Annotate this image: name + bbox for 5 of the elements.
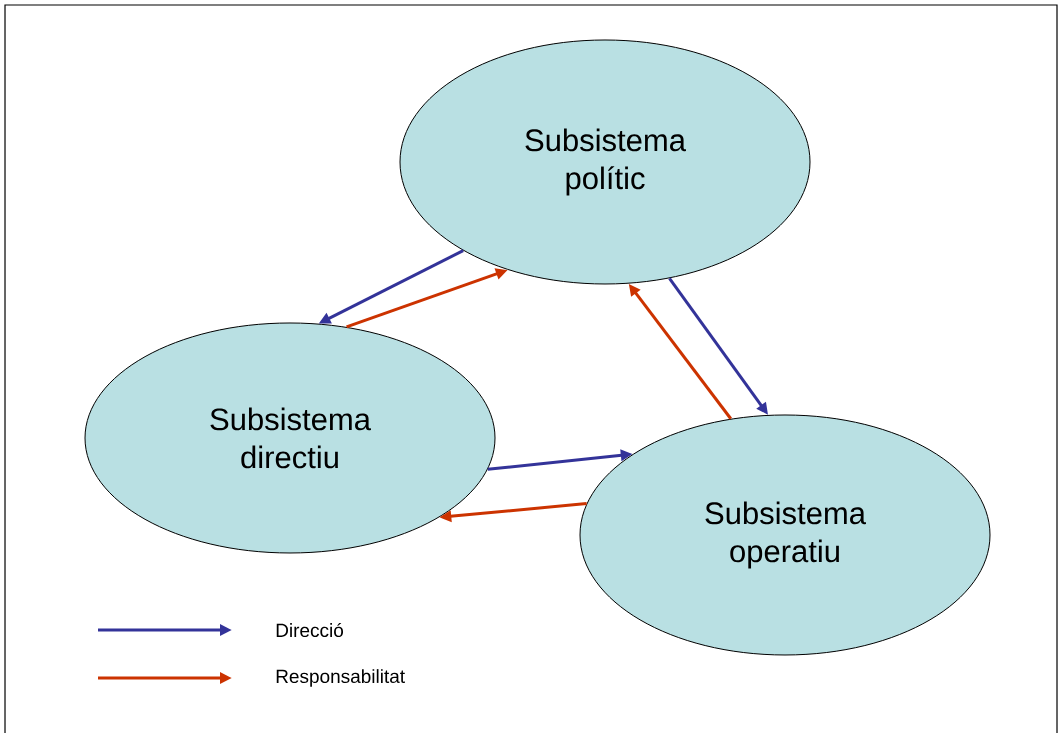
ellipse-node: Subsistema polític: [399, 39, 811, 285]
ellipse-node: Subsistema operatiu: [579, 414, 991, 656]
ellipse-node: Subsistema directiu: [84, 322, 496, 554]
legend-label: Responsabilitat: [276, 669, 405, 687]
legend-label: Direcció: [276, 622, 343, 638]
